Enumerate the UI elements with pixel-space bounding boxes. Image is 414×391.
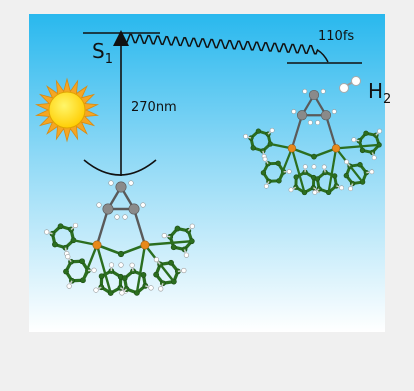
molecule-product-icon <box>243 88 382 196</box>
h2-label: H2 <box>368 79 391 107</box>
state-label-s1: S1 <box>92 39 113 67</box>
h2-molecule-icon <box>339 76 361 93</box>
molecule-reactant-icon <box>44 180 195 296</box>
sun-icon <box>34 77 100 143</box>
excitation-wavelength-label: 270nm <box>131 100 177 115</box>
ground-state-well <box>83 159 157 176</box>
relaxation-wave <box>123 33 329 63</box>
lifetime-label: 110fs <box>318 29 354 44</box>
